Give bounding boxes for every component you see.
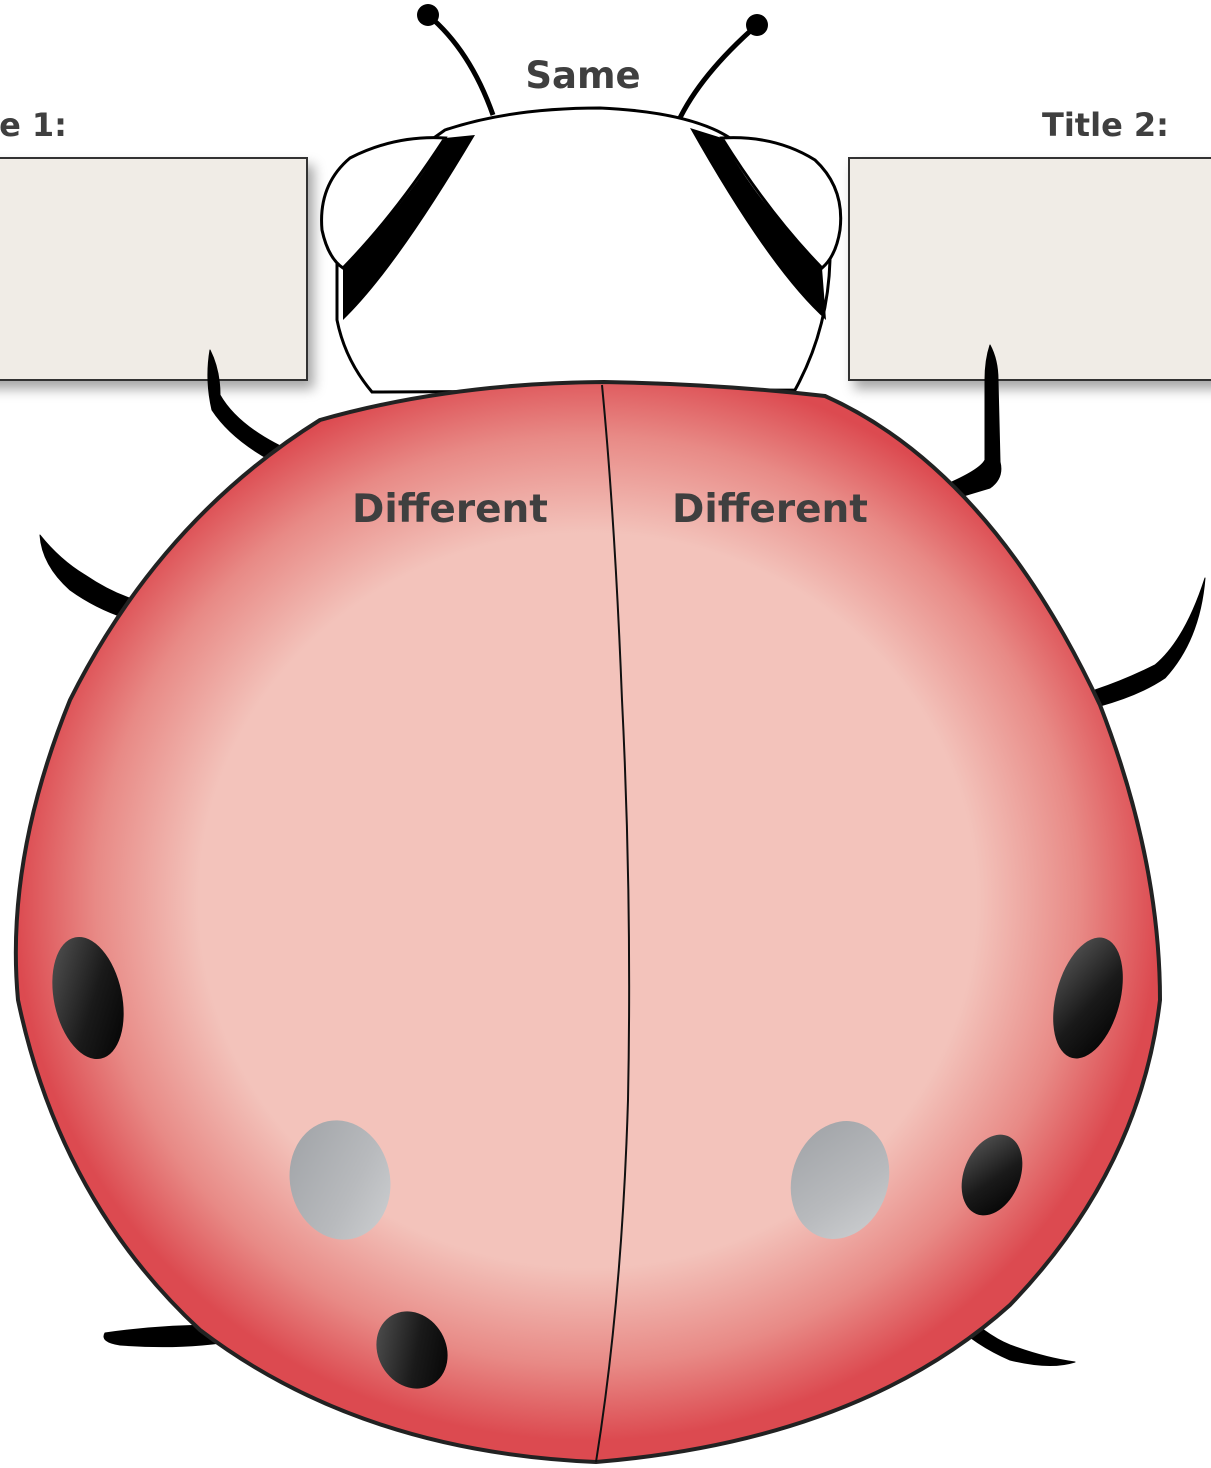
title-2-label: Title 2: bbox=[1042, 106, 1169, 144]
leg-mid-right bbox=[1095, 578, 1205, 706]
same-label: Same bbox=[525, 54, 640, 97]
shell-body bbox=[16, 382, 1160, 1462]
title-1-label: Title 1: bbox=[0, 106, 67, 144]
shell bbox=[16, 382, 1160, 1462]
leg-mid-left bbox=[40, 535, 135, 618]
title-2-box[interactable] bbox=[849, 158, 1211, 380]
antenna-tip-right bbox=[746, 14, 768, 36]
antenna-tip-left bbox=[417, 4, 439, 26]
different-label-left: Different bbox=[352, 487, 548, 532]
different-label-right: Different bbox=[672, 487, 868, 532]
title-1-box[interactable] bbox=[0, 158, 307, 380]
